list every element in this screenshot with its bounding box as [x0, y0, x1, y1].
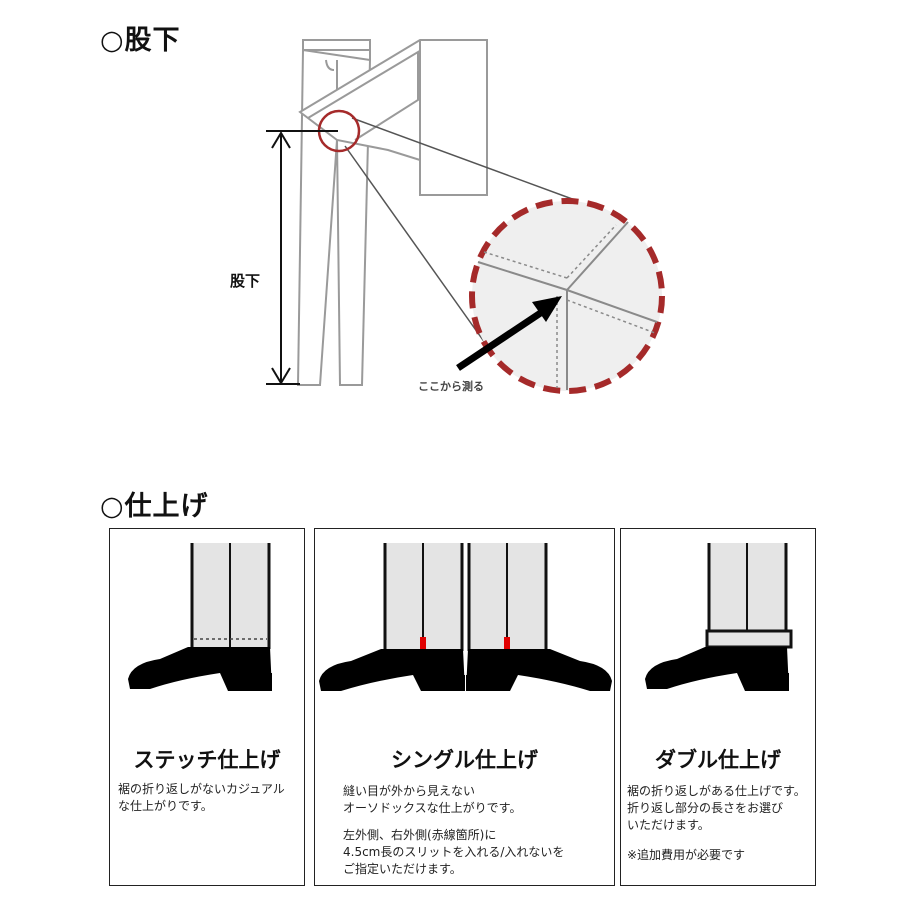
finish-option-single: シングル仕上げ 縫い目が外から見えない オーソドックスな仕上がりです。 左外側、…: [314, 528, 615, 886]
single-slit-description: 左外側、右外側(赤線箇所)に 4.5cm長のスリットを入れる/入れないを ご指定…: [343, 828, 565, 876]
inseam-measure-arrow: [266, 130, 338, 385]
double-description: 裾の折り返しがある仕上げです。 折り返し部分の長さをお選び いただけます。: [627, 784, 806, 832]
zoom-guide-lines: [344, 117, 576, 351]
stitch-description: 裾の折り返しがないカジュアル な仕上がりです。: [118, 782, 285, 813]
inseam-diagram: [266, 39, 665, 394]
zoom-detail-circle: [469, 198, 665, 394]
single-hem-illustration: [319, 543, 612, 691]
double-note: ※追加費用が必要です: [627, 848, 746, 862]
cuff-fold: [705, 629, 793, 649]
stitch-title: ステッチ仕上げ: [133, 748, 281, 772]
single-title: シングル仕上げ: [391, 748, 538, 772]
measure-point-arrow: [456, 296, 562, 371]
finish-section-title: ○仕上げ: [100, 491, 209, 522]
double-title: ダブル仕上げ: [655, 748, 781, 772]
finish-option-double: ダブル仕上げ 裾の折り返しがある仕上げです。 折り返し部分の長さをお選び いただ…: [620, 528, 816, 886]
single-description: 縫い目が外から見えない オーソドックスな仕上がりです。: [343, 784, 522, 815]
measure-point-caption: ここから測る: [418, 380, 484, 393]
slit-marker-left: [420, 637, 426, 651]
inseam-label: 股下: [230, 272, 261, 290]
double-hem-illustration: [645, 543, 793, 691]
stitch-hem-illustration: [128, 543, 272, 691]
finish-option-stitch: ステッチ仕上げ 裾の折り返しがないカジュアル な仕上がりです。: [109, 528, 305, 886]
slit-marker-right: [504, 637, 510, 651]
inseam-section-title: ○股下: [100, 25, 181, 56]
